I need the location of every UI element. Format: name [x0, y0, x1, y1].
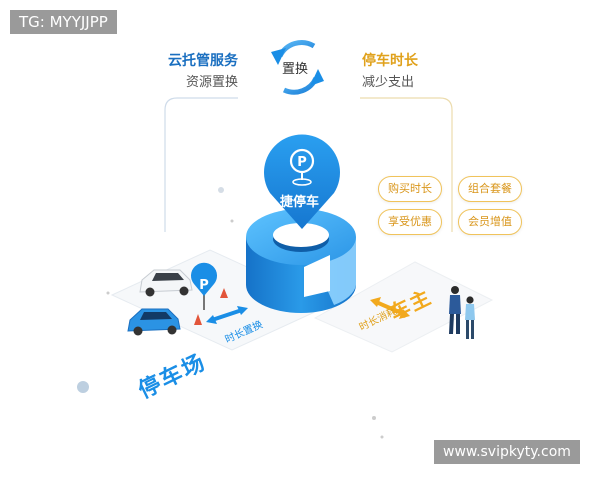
svg-text:P: P: [297, 155, 307, 170]
parking-scene: P: [127, 262, 248, 336]
exchange-arrow-icon-right: [370, 297, 410, 319]
car-owner-scene: [370, 286, 475, 339]
center-badge-label: 捷停车: [280, 195, 320, 210]
option-member-value: 会员增值: [458, 209, 522, 235]
left-heading-title: 云托管服务: [168, 53, 238, 69]
blue-car-icon: [127, 308, 181, 336]
decor-dot: [230, 219, 234, 223]
decor-dot: [380, 435, 384, 439]
decor-dot: [106, 291, 110, 295]
svg-text:P: P: [199, 278, 209, 293]
parking-sign-icon: P: [191, 262, 217, 310]
car-owner-platform: [313, 261, 494, 353]
watermark-top-left: TG: MYYJJPP: [10, 10, 117, 34]
decor-dot: [218, 187, 224, 193]
option-bundle-package: 组合套餐: [458, 176, 522, 202]
right-connector-line: [360, 97, 453, 232]
right-heading-subtitle: 减少支出: [362, 75, 415, 90]
left-connector-line: [164, 97, 238, 232]
decor-dot: [77, 381, 89, 393]
traffic-cone-icon: [220, 288, 228, 298]
right-heading-title: 停车时长: [362, 53, 418, 69]
central-ring: [246, 209, 356, 313]
option-discount: 享受优惠: [378, 209, 442, 235]
watermark-bottom-right: www.svipkyty.com: [434, 440, 580, 464]
traffic-cone-icon: [194, 314, 202, 325]
person-icon-man: [449, 286, 461, 334]
option-buy-duration: 购买时长: [378, 176, 442, 202]
parking-pin-icon: P: [289, 148, 315, 186]
exchange-arrow-icon-left: [206, 306, 248, 324]
left-heading-subtitle: 资源置换: [186, 75, 239, 90]
decor-dot: [372, 416, 376, 420]
white-car-icon: [139, 269, 193, 297]
exchange-cycle-icon: [271, 40, 324, 95]
location-pin-badge: P: [264, 134, 340, 229]
cycle-center-label: 置换: [282, 62, 309, 77]
person-icon-woman: [465, 296, 475, 339]
